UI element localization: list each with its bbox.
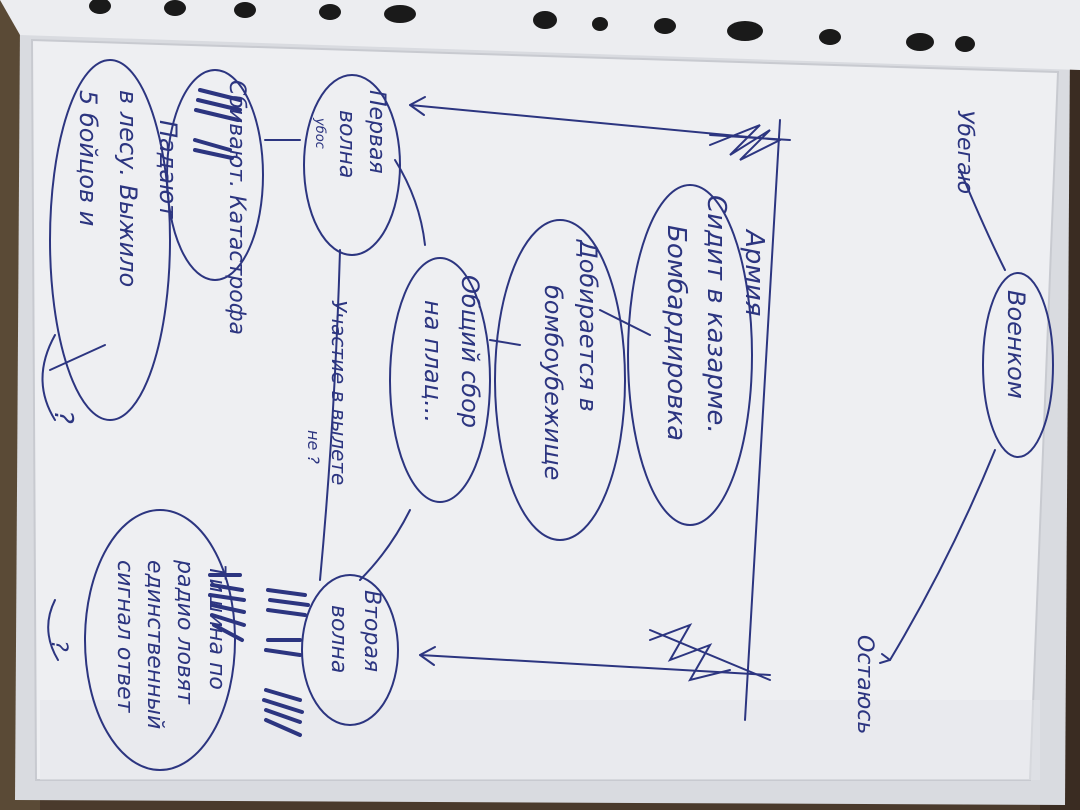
sbor-bubble [389, 257, 491, 503]
ostayus-label: Остаюсь [852, 635, 877, 734]
bomb-line-2: бомбоубежище [539, 285, 567, 480]
wave1-bubble [303, 74, 401, 256]
uchastie-line-2: не ? [304, 430, 323, 464]
marker-question-2: ? [46, 640, 71, 652]
wave2-bubble [301, 574, 399, 726]
armiya-line-1: Сидит в казарме. [701, 195, 731, 434]
tishina-line-4: сигнал ответ [112, 560, 137, 714]
armiya-line-2: Бомбардировка [661, 225, 691, 441]
binder-holes [89, 0, 975, 52]
wave1-line-1: Первая [364, 90, 389, 174]
padayut-line-3: 5 бойцов и [74, 90, 102, 226]
bomb-line-1: Добирается в [574, 239, 602, 412]
marker-question-1: ? [48, 410, 78, 424]
wave1-line-2: волна [334, 110, 359, 178]
padayut-line-2: в лесу. Выжило [114, 90, 142, 287]
wave1-line-3: убос [312, 117, 327, 149]
tishina-line-2: радио ловят [172, 559, 197, 705]
bomb-bubble [494, 219, 626, 541]
sbor-line-1: Общий сбор [456, 275, 484, 428]
wave2-line-1: Вторая [359, 590, 384, 672]
ubegayu-label: Убегаю [952, 110, 977, 194]
paper-sheet [30, 38, 1060, 781]
voenkom-bubble [982, 272, 1054, 458]
uchastie-line-1: Участие в вылете [327, 300, 351, 485]
tishina-line-1: Тишина по [204, 565, 229, 690]
armiya-bubble [627, 184, 753, 526]
padayut-bubble [49, 59, 171, 421]
padayut-line-1: Падают [154, 120, 182, 219]
voenkom-label: Военком [1002, 290, 1030, 399]
flowchart-drawing [41, 59, 1054, 771]
tishina-line-3: единственный [142, 560, 167, 729]
sbor-line-2: на плац... [419, 300, 447, 423]
wave2-line-2: волна [326, 605, 351, 673]
sbivayut-line-1: Сбивают. Катастрофа [224, 80, 249, 335]
labels: Военком Убегаю Остаюсь Армия Сидит в каз… [46, 80, 1030, 734]
tishina-bubble [84, 509, 236, 771]
armiya-title: Армия [739, 228, 769, 316]
